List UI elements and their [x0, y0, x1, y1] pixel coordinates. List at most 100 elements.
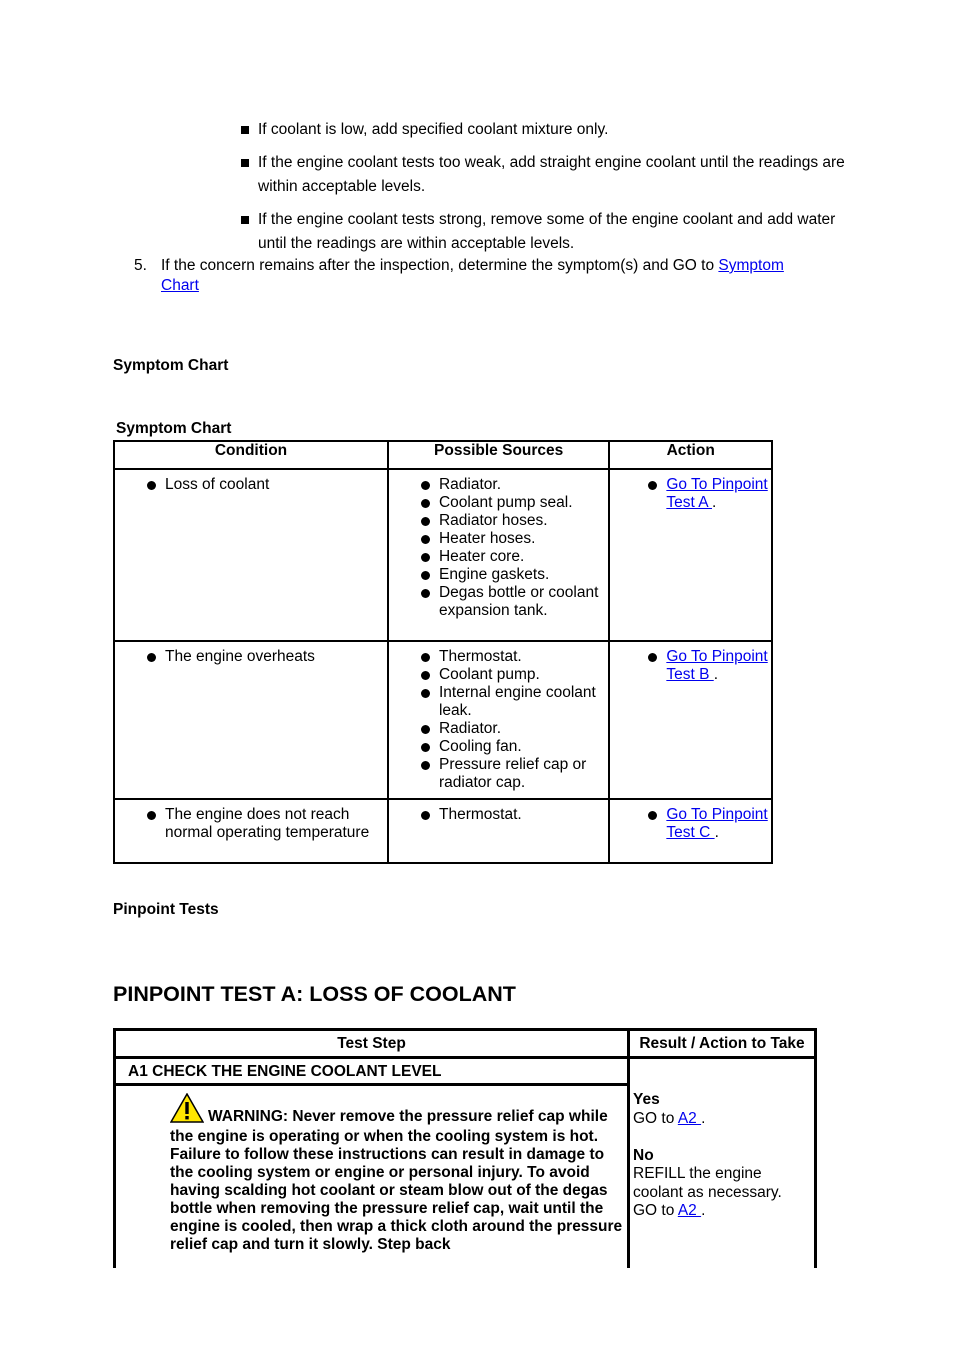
step-title-divider [113, 1083, 629, 1086]
square-bullet-icon [241, 126, 249, 134]
source-text: Thermostat. [438, 806, 522, 823]
no-action: REFILL the engine coolant as necessary. [633, 1165, 782, 1201]
round-bullet-icon [420, 725, 430, 734]
round-bullet-icon [420, 553, 430, 562]
step-text-body: If the concern remains after the inspect… [161, 257, 719, 274]
pinpoint-test-table: Test Step Result / Action to Take A1 CHE… [113, 1028, 817, 1358]
step-text: If the concern remains after the inspect… [161, 256, 821, 296]
header-possible-sources: Possible Sources [386, 440, 611, 470]
round-bullet-icon [420, 481, 430, 490]
action-cell: Go To Pinpoint Test B . [608, 640, 773, 800]
step-number: 5. [134, 257, 147, 274]
warning-text: WARNING: Never remove the pressure relie… [170, 1108, 623, 1253]
yes-suffix: . [701, 1109, 706, 1127]
result-cell: Yes GO to A2 . No REFILL the engine cool… [633, 1091, 813, 1221]
list-item: If coolant is low, add specified coolant… [238, 118, 848, 142]
square-bullet-icon [241, 159, 249, 167]
table-row: The engine does not reach normal operati… [113, 798, 773, 864]
yes-prefix: GO to [633, 1109, 678, 1127]
source-text: Thermostat. [438, 648, 522, 665]
source-text: Heater hoses. [438, 530, 536, 547]
condition-text: The engine does not reach normal operati… [165, 806, 370, 841]
round-bullet-icon [420, 571, 430, 580]
round-bullet-icon [147, 481, 156, 490]
a2-link[interactable]: A2 [677, 1109, 702, 1127]
symptom-table: Condition Possible Sources Action Loss o… [113, 440, 773, 864]
list-item-text: If the engine coolant tests too weak, ad… [258, 154, 845, 195]
source-text: Internal engine coolant leak. [438, 684, 596, 719]
a2-link[interactable]: A2 [677, 1202, 702, 1219]
round-bullet-icon [420, 517, 430, 526]
warning-triangle-icon [169, 1092, 205, 1128]
source-text: Pressure relief cap or radiator cap. [438, 756, 587, 791]
pinpoint-test-b-link[interactable]: Go To Pinpoint Test B [666, 648, 768, 683]
section-heading: Symptom Chart [113, 357, 229, 374]
sources-cell: Radiator. Coolant pump seal. Radiator ho… [386, 468, 611, 642]
no-prefix: GO to [633, 1202, 678, 1219]
source-text: Coolant pump seal. [438, 494, 573, 511]
round-bullet-icon [147, 653, 156, 662]
round-bullet-icon [420, 811, 430, 820]
table-column-divider [627, 1028, 630, 1268]
table-border-left [113, 1028, 116, 1268]
warning-block: WARNING: Never remove the pressure relie… [169, 1092, 626, 1254]
round-bullet-icon [648, 811, 658, 820]
no-label: No [633, 1146, 654, 1164]
pinpoint-test-title: PINPOINT TEST A: LOSS OF COOLANT [113, 982, 516, 1006]
condition-text: The engine overheats [165, 648, 315, 665]
pinpoint-tests-heading: Pinpoint Tests [113, 901, 219, 918]
round-bullet-icon [147, 811, 156, 820]
round-bullet-icon [420, 671, 430, 680]
action-suffix: . [714, 824, 719, 841]
step-a1-title: A1 CHECK THE ENGINE COOLANT LEVEL [128, 1063, 442, 1080]
source-text: Degas bottle or coolant expansion tank. [438, 584, 599, 619]
yes-label: Yes [633, 1091, 660, 1108]
source-text: Coolant pump. [438, 666, 540, 683]
source-text: Heater core. [438, 548, 525, 565]
source-text: Radiator hoses. [438, 512, 548, 529]
table-caption: Symptom Chart [116, 420, 232, 437]
action-suffix: . [712, 494, 717, 511]
action-cell: Go To Pinpoint Test A . [608, 468, 773, 642]
header-test-step: Test Step [337, 1035, 406, 1052]
symptom-chart-link[interactable]: Symptom Chart [161, 257, 784, 294]
action-cell: Go To Pinpoint Test C . [608, 798, 773, 864]
condition-text: Loss of coolant [165, 476, 270, 493]
header-result-action: Result / Action to Take [639, 1035, 805, 1052]
no-suffix: . [701, 1202, 706, 1219]
table-row: Loss of coolant Radiator. Coolant pump s… [113, 468, 773, 642]
source-text: Radiator. [438, 476, 502, 493]
condition-cell: Loss of coolant [113, 468, 389, 642]
list-item: If the engine coolant tests too weak, ad… [238, 151, 848, 199]
round-bullet-icon [420, 499, 430, 508]
table-border-right [814, 1028, 817, 1268]
round-bullet-icon [648, 481, 658, 490]
action-suffix: . [713, 666, 719, 683]
sources-cell: Thermostat. Coolant pump. Internal engin… [386, 640, 611, 800]
square-bullet-icon [241, 216, 249, 224]
round-bullet-icon [420, 589, 430, 598]
round-bullet-icon [420, 535, 430, 544]
yes-action: GO to A2 . [633, 1110, 813, 1129]
round-bullet-icon [648, 653, 658, 662]
condition-cell: The engine overheats [113, 640, 389, 800]
header-action: Action [608, 440, 773, 470]
round-bullet-icon [420, 653, 430, 662]
table-row: The engine overheats Thermostat. Coolant… [113, 640, 773, 800]
round-bullet-icon [420, 743, 430, 752]
source-text: Cooling fan. [438, 738, 522, 755]
table-border-top [113, 1028, 817, 1031]
pinpoint-test-c-link[interactable]: Go To Pinpoint Test C [666, 806, 768, 841]
round-bullet-icon [420, 761, 430, 770]
header-condition: Condition [113, 440, 389, 470]
sources-cell: Thermostat. [386, 798, 611, 864]
pinpoint-test-a-link[interactable]: Go To Pinpoint Test A [666, 476, 768, 511]
list-item-text: If coolant is low, add specified coolant… [258, 121, 609, 138]
table-header-row: Condition Possible Sources Action [113, 440, 773, 470]
source-text: Radiator. [438, 720, 502, 737]
list-item-text: If the engine coolant tests strong, remo… [258, 211, 836, 252]
source-text: Engine gaskets. [438, 566, 550, 583]
no-goto: GO to A2 . [633, 1202, 813, 1221]
coolant-adjust-list: If coolant is low, add specified coolant… [238, 118, 848, 265]
round-bullet-icon [420, 689, 430, 698]
